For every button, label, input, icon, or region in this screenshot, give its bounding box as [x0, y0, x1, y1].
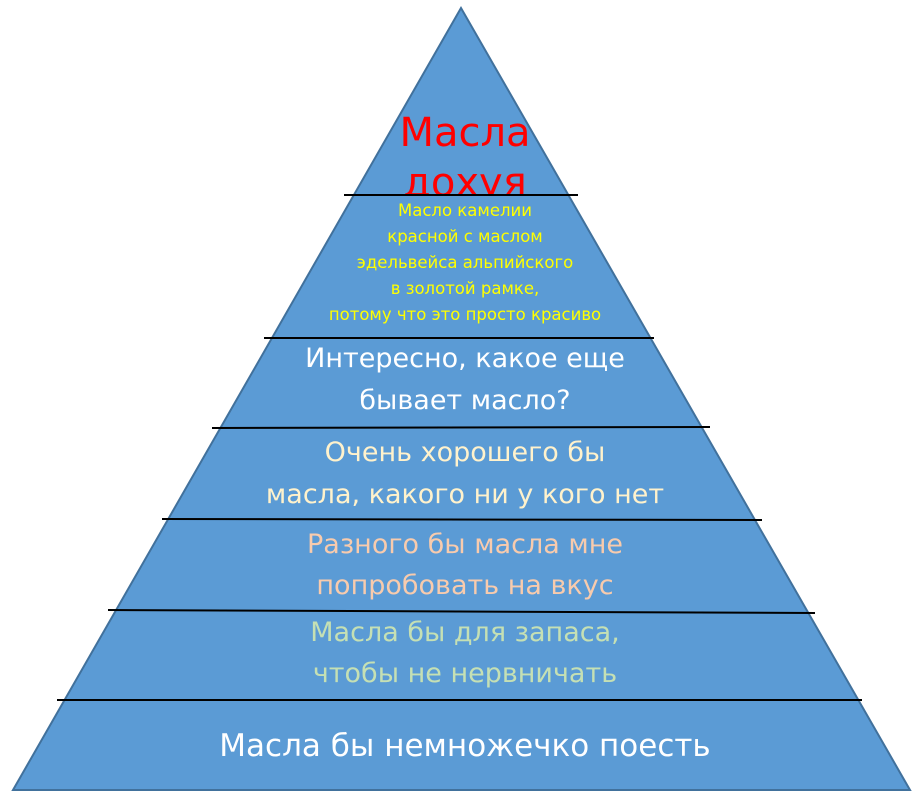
tier-label-line: Масла [399, 110, 531, 156]
tier-label-line: масла, какого ни у кого нет [265, 479, 665, 510]
tier-label-line: Очень хорошего бы [324, 437, 606, 468]
tier-label-line: красной с маслом [387, 227, 543, 246]
tier-label-line: попробовать на вкус [316, 570, 614, 601]
tier-6-label: Масла бы для запаса, чтобы не нервничать [140, 612, 790, 694]
tier-2-label: Масло камелии красной с маслом эдельвейс… [270, 198, 660, 328]
tier-label-line: бывает масло? [359, 385, 571, 416]
tier-base-label: Масла бы немножечко поесть [80, 724, 850, 768]
tier-label-line: Масла бы немножечко поесть [219, 728, 711, 764]
tier-label-line: эдельвейса альпийского [356, 253, 574, 272]
tier-divider [107, 609, 816, 614]
tier-top-label: Масла дохуя [300, 108, 630, 194]
tier-label-line: дохуя [403, 160, 527, 194]
tier-label-line: Масло камелии [398, 201, 532, 220]
tier-label-line: чтобы не нервничать [312, 658, 618, 689]
tier-label-line: Разного бы масла мне [307, 529, 623, 560]
tier-divider [211, 426, 711, 429]
tier-label-line: Масла бы для запаса, [310, 617, 620, 648]
tier-label-line: потому что это просто красиво [328, 305, 602, 324]
tier-label-line: в золотой рамке, [390, 279, 540, 298]
pyramid-triangle [11, 5, 912, 791]
tier-4-label: Очень хорошего бы масла, какого ни у ког… [200, 432, 730, 516]
tier-3-label: Интересно, какое еще бывает масло? [230, 338, 700, 422]
tier-divider [161, 518, 763, 521]
tier-label-line: Интересно, какое еще [305, 343, 625, 374]
tier-5-label: Разного бы масла мне попробовать на вкус [170, 524, 760, 606]
